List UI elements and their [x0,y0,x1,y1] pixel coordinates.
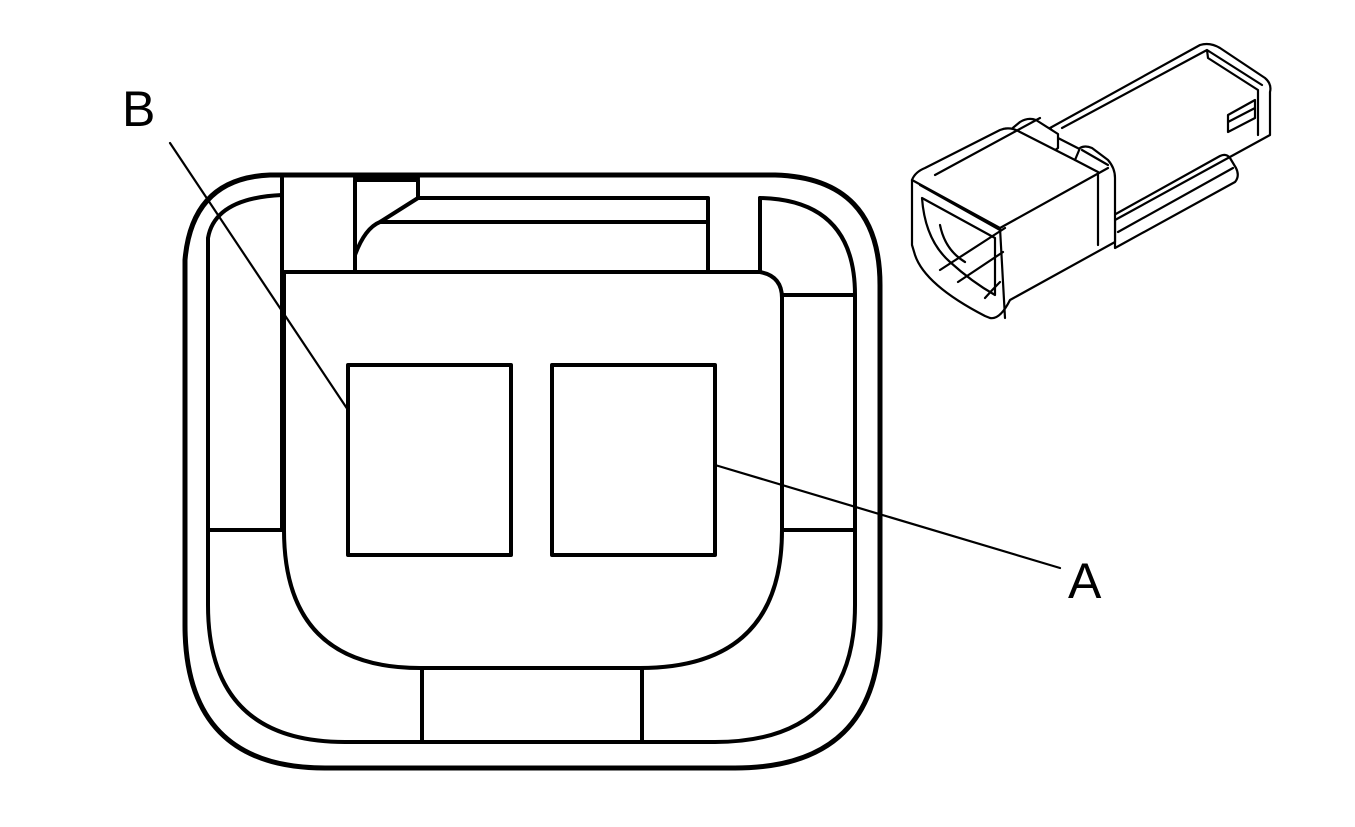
connector-shroud-rib [1073,148,1110,247]
label-terminal-a: A [1068,553,1102,609]
connector-opening-lip [938,223,1002,300]
outer-housing-outline [182,172,883,771]
leader-line-a [713,463,1062,570]
connector-body-top-ridge [1060,48,1264,137]
callouts: B A [122,81,1102,609]
connector-end-slot [1226,98,1257,134]
terminal-block-outline [280,270,784,670]
connector-front-shroud-edges [910,116,1110,320]
connector-body-top [1048,42,1272,222]
terminal-cavity-a [550,363,717,557]
connector-face [182,172,883,771]
top-latch [353,178,710,272]
terminal-cavity-b [346,363,513,557]
connector-front-shroud [910,127,1117,320]
connector-isometric-view [910,42,1272,320]
top-latch-ramp [353,196,710,272]
connector-side-rail [1103,153,1239,250]
label-terminal-b: B [122,81,155,137]
inner-rim-outline [206,178,857,744]
connector-side-rail-line [1116,166,1235,234]
leader-line-b [168,141,350,412]
